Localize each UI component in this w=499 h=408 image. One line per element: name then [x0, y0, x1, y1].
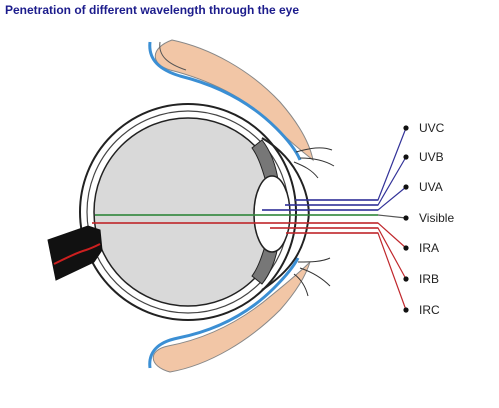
wavelength-label-ira: IRA — [419, 241, 439, 255]
wavelength-label-irc: IRC — [419, 303, 440, 317]
cornea — [261, 137, 310, 291]
ray-uvc — [295, 127, 407, 201]
eyelashes — [293, 147, 335, 297]
label-dot-uvc — [403, 125, 409, 131]
label-dot-irc — [403, 307, 409, 313]
upper-eyelid-inner-line — [159, 41, 187, 71]
wavelength-label-uvb: UVB — [419, 150, 444, 164]
wavelength-label-visible: Visible — [419, 211, 454, 225]
label-dot-uva — [403, 184, 409, 190]
ray-uvb — [285, 156, 407, 206]
label-dot-ira — [403, 245, 409, 251]
lower-eyelid-lining — [148, 257, 300, 369]
optic-nerve-vessel — [53, 243, 101, 265]
diagram-title: Penetration of different wavelength thro… — [5, 3, 300, 17]
wavelength-label-irb: IRB — [419, 272, 439, 286]
lens — [253, 175, 291, 253]
penetration-rays — [92, 127, 407, 311]
wavelength-label-uvc: UVC — [419, 121, 445, 135]
label-dot-irb — [403, 276, 409, 282]
label-dot-uvb — [403, 154, 409, 160]
label-dot-visible — [403, 215, 409, 221]
wavelength-label-uva: UVA — [419, 180, 443, 194]
upper-eyelid-skin — [154, 39, 314, 162]
upper-eyelid-lining — [148, 41, 302, 161]
